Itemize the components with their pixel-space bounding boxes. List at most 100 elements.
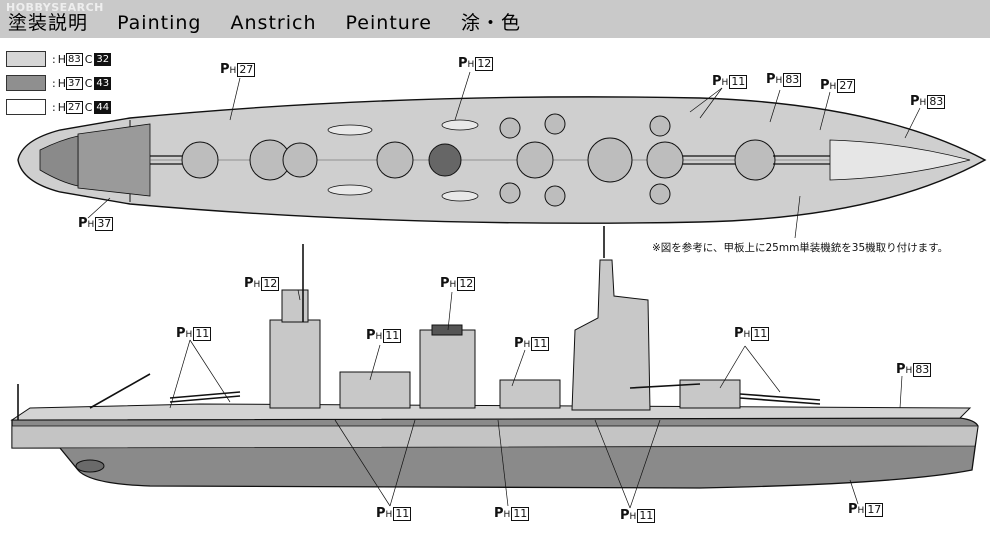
c-label: C	[84, 52, 93, 66]
h-letter: H	[743, 330, 751, 340]
h-letter: H	[467, 60, 475, 70]
p-letter: P	[734, 326, 744, 341]
color-code: 17	[865, 503, 884, 517]
p-letter: P	[244, 276, 254, 291]
side-view-masts	[17, 226, 605, 420]
p-letter: P	[494, 506, 504, 521]
h-letter: H	[385, 510, 393, 520]
watermark: HOBBYSEARCH	[6, 1, 104, 14]
color-code: 11	[751, 327, 770, 341]
p-letter: P	[440, 276, 450, 291]
h-code: 83	[66, 52, 83, 66]
color-code: 11	[531, 337, 550, 351]
h-letter: H	[375, 332, 383, 342]
legend-code: :H 37 C 43	[52, 76, 112, 90]
p-letter: P	[376, 506, 386, 521]
color-code: 12	[457, 277, 476, 291]
h-letter: H	[721, 78, 729, 88]
title-french: Peinture	[345, 12, 432, 34]
color-code: 11	[393, 507, 412, 521]
color-code: 11	[511, 507, 530, 521]
legend-row: :H 27 C 44	[6, 96, 112, 118]
top-view-gun-barrels	[150, 155, 830, 165]
h-letter: H	[87, 220, 95, 230]
page-title: 塗装説明 Painting Anstrich Peinture 涂・色	[8, 8, 543, 35]
c-code: 44	[94, 100, 112, 114]
color-swatch	[6, 99, 46, 115]
c-code: 43	[94, 76, 112, 90]
color-code: 83	[783, 73, 802, 87]
h-letter: H	[829, 82, 837, 92]
c-code: 32	[94, 52, 112, 66]
color-code: 27	[837, 79, 856, 93]
h-letter: H	[523, 340, 531, 350]
h-letter: H	[229, 66, 237, 76]
color-code: 11	[637, 509, 656, 523]
p-letter: P	[514, 336, 524, 351]
c-label: C	[84, 100, 93, 114]
h-letter: H	[449, 280, 457, 290]
c-label: C	[84, 76, 93, 90]
leader-lines	[87, 71, 921, 509]
p-letter: P	[78, 216, 88, 231]
p-letter: P	[620, 508, 630, 523]
p-letter: P	[848, 502, 858, 517]
h-letter: H	[253, 280, 261, 290]
legend-row: :H 37 C 43	[6, 72, 112, 94]
top-view-boats	[327, 119, 479, 202]
p-letter: P	[910, 94, 920, 109]
title-english: Painting	[117, 12, 202, 34]
side-view-gun-barrels	[169, 383, 821, 405]
title-japanese: 塗装説明	[8, 12, 89, 34]
h-letter: H	[857, 506, 865, 516]
p-letter: P	[820, 78, 830, 93]
top-view-turrets	[181, 113, 776, 207]
h-letter: H	[919, 98, 927, 108]
color-code: 11	[729, 75, 748, 89]
p-letter: P	[766, 72, 776, 87]
h-label: H	[57, 100, 66, 114]
h-letter: H	[503, 510, 511, 520]
color-code: 11	[383, 329, 402, 343]
p-letter: P	[458, 56, 468, 71]
color-code: 12	[475, 57, 494, 71]
color-legend: :H 83 C 32 :H 37 C 43 :H 27 C 44	[6, 48, 112, 120]
color-code: 12	[261, 277, 280, 291]
p-letter: P	[712, 74, 722, 89]
p-letter: P	[176, 326, 186, 341]
p-letter: P	[366, 328, 376, 343]
h-letter: H	[905, 366, 913, 376]
h-code: 37	[66, 76, 83, 90]
color-code: 27	[237, 63, 256, 77]
h-letter: H	[775, 76, 783, 86]
side-view-superstructure	[269, 259, 741, 411]
title-chinese: 涂・色	[460, 12, 521, 34]
p-letter: P	[896, 362, 906, 377]
h-label: H	[57, 52, 66, 66]
h-letter: H	[185, 330, 193, 340]
assembly-note: ※図を参考に、甲板上に25mm単装機銃を35機取り付けます。	[652, 242, 949, 254]
side-view-hull	[10, 403, 979, 489]
h-label: H	[57, 76, 66, 90]
color-code: 83	[927, 95, 946, 109]
top-view-hull	[17, 96, 987, 224]
color-code: 37	[95, 217, 114, 231]
